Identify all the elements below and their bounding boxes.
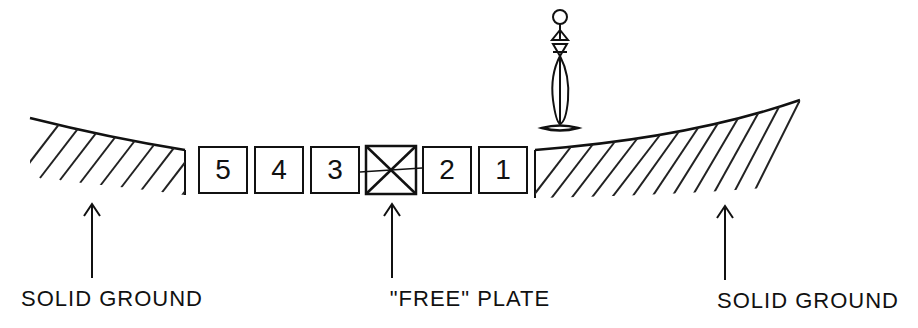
- plate-number: 1: [495, 156, 511, 184]
- plate-number: 4: [271, 156, 287, 184]
- plate-number: 3: [327, 156, 343, 184]
- numbered-plate: 2: [422, 146, 472, 194]
- plate-number: 5: [215, 156, 231, 184]
- free-plate: [360, 146, 422, 194]
- numbered-plate: 4: [254, 146, 304, 194]
- ground-label: SOLID GROUND: [19, 286, 205, 312]
- numbered-plate: 5: [198, 146, 248, 194]
- plate-number: 2: [439, 156, 455, 184]
- numbered-plate: 3: [310, 146, 360, 194]
- numbered-plate: 1: [478, 146, 528, 194]
- stick-figure: [542, 10, 578, 131]
- ground-label: "FREE" PLATE: [388, 286, 552, 312]
- leader-arrows: [84, 204, 733, 280]
- ground-label: SOLID GROUND: [715, 288, 901, 314]
- right-ground: [530, 100, 800, 200]
